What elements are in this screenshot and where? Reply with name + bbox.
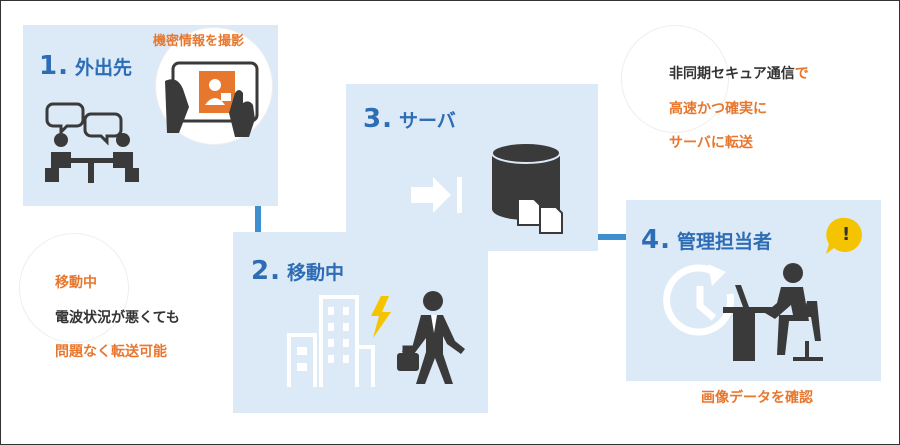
alert-symbol: ! <box>842 224 851 245</box>
tablet-camera-icon <box>165 61 259 137</box>
note-mobile-line-2: 電波状況が悪くても <box>55 310 180 326</box>
step-1-badge: 機密情報を撮影 <box>153 34 245 49</box>
transfer-arrow-icon <box>411 177 462 213</box>
office-worker-icon <box>723 263 823 361</box>
note-transfer-line-1: 非同期セキュア通信で <box>669 67 809 81</box>
clock-arrow-icon <box>663 264 735 336</box>
step-3-label: サーバ <box>398 110 456 132</box>
step-2-number: 2. <box>251 256 281 286</box>
step-3-number: 3. <box>363 104 393 134</box>
note-transfer-line-1-dark: 非同期セキュア通信 <box>669 66 795 82</box>
step-4-number: 4. <box>641 225 671 255</box>
note-transfer-line-2: 高速かつ確実に <box>669 101 767 117</box>
lightning-icon <box>371 296 391 338</box>
meeting-icon <box>45 102 139 183</box>
step-4-title: 4.管理担当者 <box>641 225 772 255</box>
step-2-title: 2.移動中 <box>251 256 344 286</box>
step-3-title: 3.サーバ <box>363 104 456 134</box>
database-icon <box>491 142 563 234</box>
note-transfer-line-3: サーバに転送 <box>669 135 753 151</box>
step-4-label: 管理担当者 <box>676 231 772 253</box>
note-circle-mobile <box>19 233 129 343</box>
step-1-label: 外出先 <box>74 57 132 79</box>
step-4-caption: 画像データを確認 <box>701 390 813 406</box>
alert-icon <box>826 217 862 254</box>
buildings-icon <box>287 295 375 387</box>
note-circle-transfer <box>621 25 729 133</box>
step-1-number: 1. <box>39 51 69 81</box>
connector-3-4 <box>598 234 630 240</box>
running-businessman-icon <box>397 291 465 384</box>
connector-1-2 <box>255 205 261 235</box>
step-1-title: 1.外出先 <box>39 51 132 81</box>
note-mobile-line-1: 移動中 <box>55 275 97 291</box>
note-mobile-line-3: 問題なく転送可能 <box>55 344 167 360</box>
step-2-label: 移動中 <box>286 262 344 284</box>
note-transfer-line-1-accent: で <box>794 66 809 82</box>
